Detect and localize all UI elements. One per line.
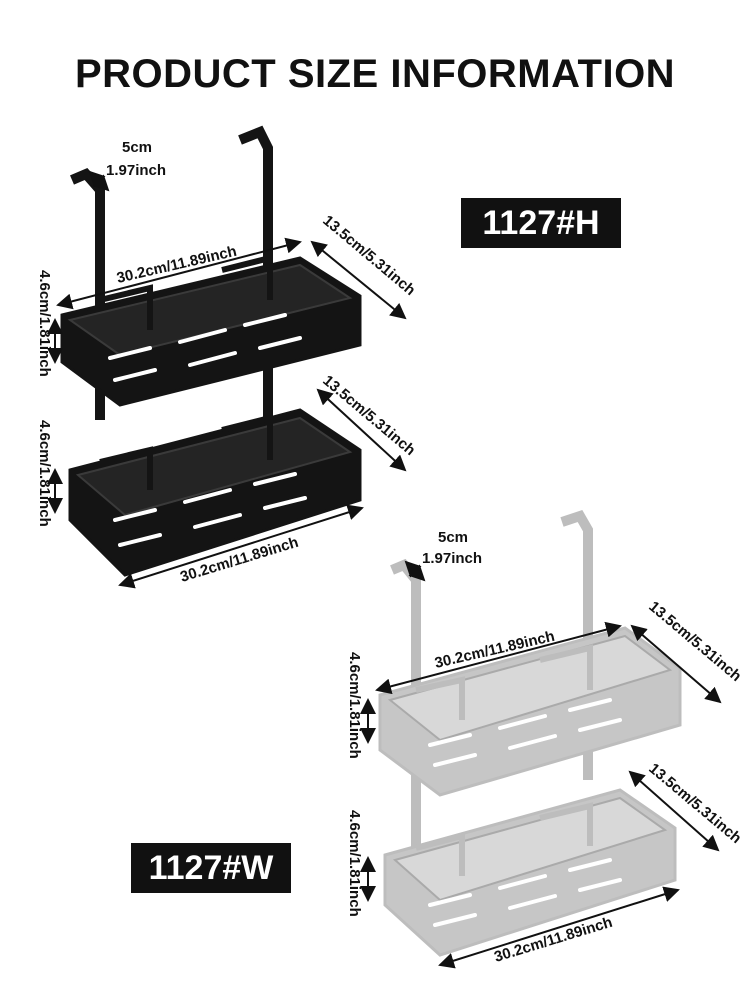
silver-rack-dimension-lines [360, 560, 722, 969]
silver-hook-depth-cm: 5cm [438, 529, 468, 546]
model-badge-w: 1127#W [131, 843, 291, 893]
silver-hook-depth-in: 1.97inch [422, 550, 482, 567]
black-top-height-label: 4.6cm/1.81inch [36, 270, 53, 377]
black-bottom-height-label: 4.6cm/1.81inch [36, 420, 53, 527]
black-rack-dimension-lines [47, 170, 407, 589]
page-title: PRODUCT SIZE INFORMATION [74, 52, 676, 96]
silver-rack [378, 509, 682, 957]
model-badge-h: 1127#H [461, 198, 621, 248]
silver-top-height-label: 4.6cm/1.81inch [346, 652, 363, 759]
black-hook-depth-cm: 5cm [122, 139, 152, 156]
silver-bottom-height-label: 4.6cm/1.81inch [346, 810, 363, 917]
black-hook-depth-in: 1.97inch [106, 162, 166, 179]
